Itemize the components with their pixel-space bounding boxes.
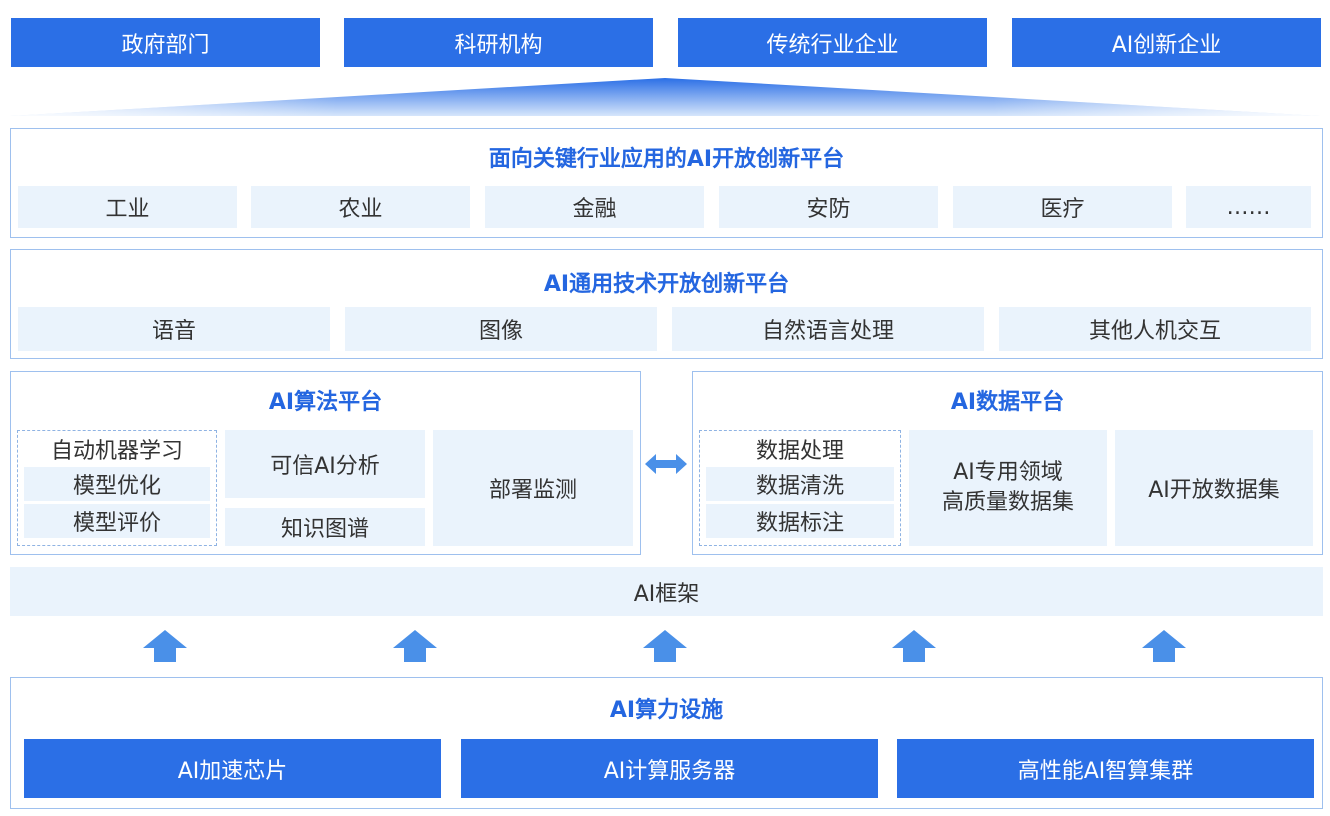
industry-item-security: 安防 [719, 186, 938, 228]
group-item-data-labeling: 数据标注 [706, 504, 894, 538]
industry-item-industry: 工业 [18, 186, 237, 228]
general-item-speech: 语音 [18, 307, 330, 351]
industry-item-more: …… [1186, 186, 1311, 228]
compute-infrastructure-panel: AI算力设施 AI加速芯片 AI计算服务器 高性能AI智算集群 [10, 677, 1323, 809]
industry-item-medical: 医疗 [953, 186, 1172, 228]
data-platform-panel: AI数据平台 数据处理 数据清洗 数据标注 AI专用领域 高质量数据集 AI开放… [692, 371, 1323, 555]
general-platform-title: AI通用技术开放创新平台 [543, 272, 790, 297]
compute-ai-chip: AI加速芯片 [24, 739, 441, 798]
general-item-nlp: 自然语言处理 [672, 307, 984, 351]
group-item-automl: 自动机器学习 [50, 439, 183, 464]
industry-item-finance: 金融 [485, 186, 704, 228]
group-item-data-processing: 数据处理 [755, 439, 844, 464]
group-item-model-evaluation: 模型评价 [24, 504, 210, 538]
up-arrow-icon [143, 630, 187, 662]
industry-platform-title: 面向关键行业应用的AI开放创新平台 [488, 147, 845, 172]
up-arrow-icon [393, 630, 437, 662]
algorithm-trusted-ai: 可信AI分析 [225, 430, 425, 498]
entity-government: 政府部门 [11, 18, 320, 67]
entity-traditional-enterprise: 传统行业企业 [678, 18, 987, 67]
entity-research: 科研机构 [344, 18, 653, 67]
compute-ai-server: AI计算服务器 [461, 739, 878, 798]
general-platform-panel: AI通用技术开放创新平台 语音 图像 自然语言处理 其他人机交互 [10, 249, 1323, 359]
algorithm-platform-panel: AI算法平台 自动机器学习 模型优化 模型评价 可信AI分析 知识图谱 部署监测 [10, 371, 641, 555]
data-dedicated-dataset: AI专用领域 高质量数据集 [909, 430, 1107, 546]
up-arrow-icon [1142, 630, 1186, 662]
compute-ai-cluster: 高性能AI智算集群 [897, 739, 1314, 798]
double-arrow-icon [645, 454, 687, 474]
industry-item-agriculture: 农业 [251, 186, 470, 228]
dedicated-dataset-line2: 高质量数据集 [941, 490, 1074, 515]
algorithm-platform-title: AI算法平台 [268, 390, 383, 415]
general-item-hci: 其他人机交互 [999, 307, 1311, 351]
group-item-model-optimization: 模型优化 [24, 467, 210, 501]
algorithm-automl-group: 自动机器学习 模型优化 模型评价 [17, 430, 217, 546]
dedicated-dataset-line1: AI专用领域 [953, 460, 1063, 485]
entity-ai-enterprise: AI创新企业 [1012, 18, 1321, 67]
up-arrow-icon [643, 630, 687, 662]
compute-title: AI算力设施 [609, 698, 724, 723]
data-platform-title: AI数据平台 [950, 390, 1065, 415]
up-arrow-icon [892, 630, 936, 662]
industry-platform-panel: 面向关键行业应用的AI开放创新平台 工业 农业 金融 安防 医疗 …… [10, 128, 1323, 238]
ai-framework-bar: AI框架 [10, 567, 1323, 616]
algorithm-knowledge-graph: 知识图谱 [225, 508, 425, 546]
general-item-image: 图像 [345, 307, 657, 351]
data-processing-group: 数据处理 数据清洗 数据标注 [699, 430, 901, 546]
funnel-shape [10, 78, 1320, 116]
data-open-dataset: AI开放数据集 [1115, 430, 1313, 546]
algorithm-deploy-monitor: 部署监测 [433, 430, 633, 546]
group-item-data-cleaning: 数据清洗 [706, 467, 894, 501]
